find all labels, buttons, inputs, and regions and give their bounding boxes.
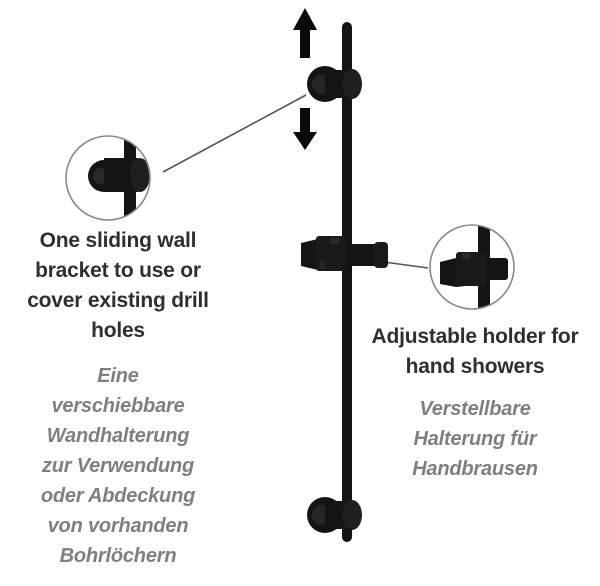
text-line: oder Abdeckung	[40, 485, 196, 507]
text-line: holes	[91, 319, 145, 342]
text-line: Wandhalterung	[46, 425, 190, 447]
bracket-description-german: Eine verschiebbare Wandhalterung zur Ver…	[2, 361, 234, 571]
leader-line-bracket	[162, 94, 307, 173]
text-line: zur Verwendung	[41, 455, 195, 477]
text-line: verschiebbare	[51, 395, 185, 417]
text-line: Adjustable holder for	[371, 325, 579, 348]
shower-rail	[342, 22, 352, 542]
text-line: One sliding wall	[39, 229, 197, 252]
text-line: Bohrlöchern	[59, 545, 177, 567]
text-line: Eine	[97, 365, 139, 387]
text-line: von vorhanden	[47, 515, 189, 537]
arrow-down-icon	[293, 108, 317, 150]
bottom-wall-bracket	[307, 497, 362, 533]
holder-description-english: Adjustable holder for hand showers	[360, 322, 590, 382]
text-line: hand showers	[405, 355, 545, 378]
holder-detail-circle	[429, 224, 515, 310]
leader-line-holder	[383, 261, 429, 269]
arrow-up-icon	[293, 8, 317, 58]
text-line: Handbrausen	[412, 458, 538, 480]
bracket-description-english: One sliding wall bracket to use or cover…	[2, 226, 234, 346]
text-line: bracket to use or	[35, 259, 201, 282]
holder-description-german: Verstellbare Halterung für Handbrausen	[360, 394, 590, 484]
text-line: Halterung für	[413, 428, 537, 450]
text-line: cover existing drill	[27, 289, 209, 312]
text-line: Verstellbare	[419, 398, 531, 420]
hand-shower-holder	[301, 236, 388, 271]
bracket-detail-circle	[65, 135, 151, 221]
top-wall-bracket	[307, 66, 362, 102]
